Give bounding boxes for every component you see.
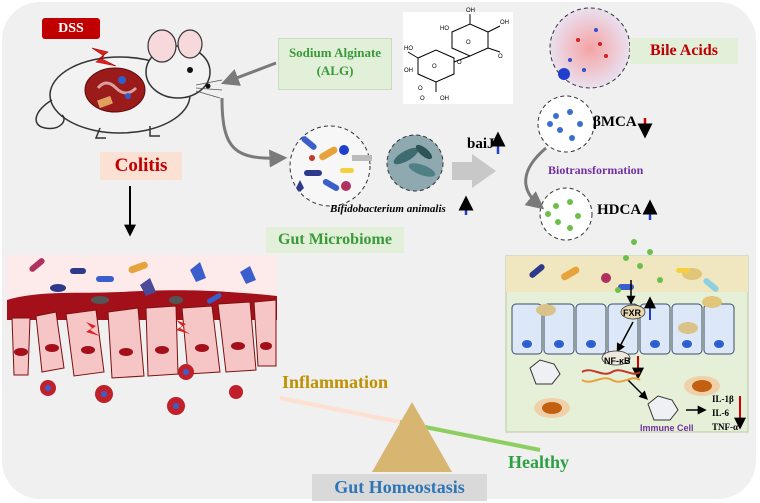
atom-label: O <box>420 96 425 102</box>
cytokine-label: IL-6 <box>712 408 730 418</box>
atom-label: OH <box>466 8 475 14</box>
healthy-label: Healthy <box>508 452 569 472</box>
molecule-atom-labels: OH HO O O HO OH O O OH O OH O <box>404 8 509 102</box>
biotransformation-arrow <box>524 146 547 210</box>
bacterium-micrograph-icon <box>386 134 444 192</box>
sodium-alginate-label: Sodium Alginate (ALG) <box>278 38 392 90</box>
healthy-epithelium-illustration <box>505 239 749 433</box>
lightning-bolt-icon <box>91 47 117 67</box>
sodium-alginate-line1: Sodium Alginate <box>288 45 382 60</box>
hdca-label: HDCA <box>597 202 642 218</box>
atom-label: HO <box>404 46 413 52</box>
gut-homeostasis-label: Gut Homeostasis <box>312 474 487 501</box>
atom-label: OH <box>440 96 449 102</box>
cytokine-label: IL-1β <box>712 394 734 404</box>
atom-label: OH <box>500 20 509 26</box>
bmca-label: βMCA <box>593 114 637 130</box>
immune-cell-label: Immune Cell <box>640 423 694 433</box>
biotransformation-label: Biotransformation <box>548 163 644 177</box>
regulation-arrows <box>458 118 658 220</box>
atom-label: O <box>432 64 437 70</box>
atom-label: OH <box>404 68 413 74</box>
bifidobacterium-label: Bifidobacterium animalis <box>330 203 446 215</box>
mouse-illustration <box>35 29 223 139</box>
gut-microbiome-label: Gut Microbiome <box>266 227 404 253</box>
atom-label: O <box>466 40 471 46</box>
inflammation-label: Inflammation <box>282 372 389 392</box>
bile-acid-particles-icon <box>537 7 631 241</box>
sodium-alginate-line2: (ALG) <box>316 63 354 78</box>
fxr-label: FXR <box>623 308 641 318</box>
dna-helix-icon <box>581 369 641 383</box>
atom-label: O <box>418 86 423 92</box>
dss-badge: DSS <box>42 18 100 39</box>
intestinal-epithelium-illustration <box>7 255 277 415</box>
baij-gene-label: baiJ <box>467 136 495 152</box>
atom-label: O <box>498 54 503 60</box>
bile-acids-label: Bile Acids <box>630 38 738 64</box>
colitis-label: Colitis <box>100 152 182 180</box>
atom-label: HO <box>440 26 449 32</box>
microbe-cluster-icon <box>289 125 372 207</box>
cytokine-label: TNF-α <box>712 422 739 432</box>
atom-label: O <box>457 60 462 66</box>
alg-to-mouse-arrow <box>220 61 277 86</box>
seesaw-fulcrum-icon <box>279 396 541 472</box>
alginate-molecule <box>403 12 513 104</box>
mouse-to-microbiome-arrow <box>220 97 288 168</box>
microbiome-to-bile-arrow <box>452 154 496 188</box>
nfkb-label: NF-κB <box>604 356 631 366</box>
